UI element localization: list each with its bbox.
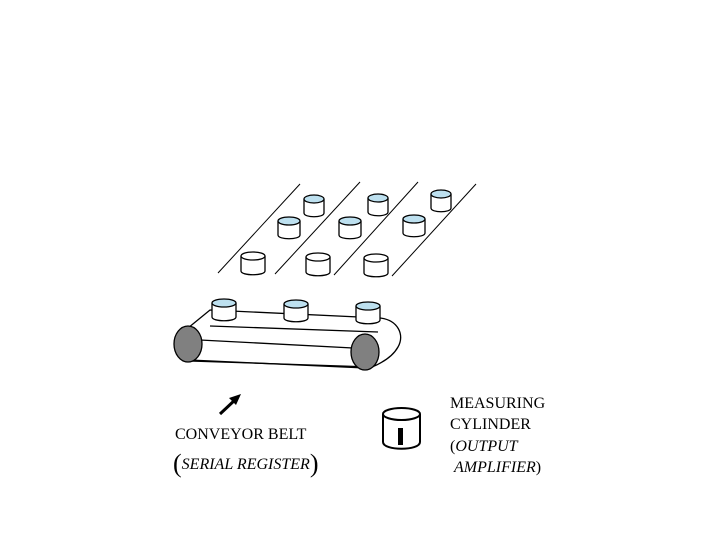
bucket-filled (277, 216, 301, 240)
bucket-water-surface (355, 301, 381, 311)
bucket-water-surface (303, 194, 325, 204)
output-text: OUTPUT (455, 438, 518, 455)
bucket-water-surface (283, 299, 309, 309)
bucket-rim (305, 252, 331, 262)
bucket-water-surface (338, 216, 362, 226)
serial-register-text: SERIAL REGISTER (181, 456, 310, 473)
bucket-body (363, 258, 389, 278)
serial-register-close-paren: ) (309, 449, 319, 478)
amplifier-close-paren: ) (535, 459, 542, 476)
bucket-empty (363, 253, 389, 278)
parallel-line (274, 181, 361, 275)
bucket-filled (402, 214, 426, 238)
belt-buckets (211, 298, 381, 325)
bucket-body (303, 199, 325, 218)
bucket-empty (240, 251, 266, 276)
bucket-grid (240, 189, 452, 278)
pointer-arrow-head (229, 394, 241, 405)
conveyor-roller-right (350, 333, 380, 371)
amplifier-text: AMPLIFIER (454, 459, 536, 476)
belt-bucket-filled (355, 301, 381, 325)
measuring-cylinder-label-line1: MEASURING (450, 394, 545, 414)
serial-register-open-paren: ( (173, 449, 182, 478)
bucket-body (367, 198, 389, 217)
measuring-cylinder-rim (382, 407, 421, 421)
bucket-filled (303, 194, 325, 218)
bucket-body (305, 257, 331, 277)
measuring-cylinder-scale (398, 428, 403, 445)
bucket-body (211, 303, 237, 322)
measuring-cylinder-label-line2: CYLINDER (450, 415, 531, 435)
belt-bucket-filled (211, 298, 237, 322)
parallel-line (333, 181, 419, 276)
parallel-line (217, 183, 301, 274)
conveyor-belt-outline (187, 309, 402, 368)
output-open-paren: ( (450, 438, 456, 455)
pointer-arrow (218, 394, 241, 416)
bucket-filled (430, 189, 452, 213)
parallel-conveyor-lines (217, 181, 477, 277)
bucket-filled (367, 193, 389, 217)
serial-register-label: (SERIAL REGISTER) (173, 451, 318, 477)
conveyor-belt-inner-line (199, 339, 373, 350)
bucket-body (430, 194, 452, 213)
parallel-line (391, 183, 477, 277)
measuring-cylinder-label-line3: (OUTPUT (450, 437, 518, 457)
bucket-body (283, 304, 309, 323)
bucket-water-surface (211, 298, 237, 308)
conveyor-belt-label: CONVEYOR BELT (175, 425, 306, 445)
bucket-water-surface (367, 193, 389, 203)
bucket-rim (363, 253, 389, 263)
bucket-water-surface (277, 216, 301, 226)
conveyor-belt-title: CONVEYOR BELT (175, 426, 307, 443)
bucket-body (355, 306, 381, 325)
bucket-empty (305, 252, 331, 277)
conveyor-belt (173, 309, 402, 371)
bucket-water-surface (402, 214, 426, 224)
bucket-water-surface (430, 189, 452, 199)
cylinder-text: CYLINDER (450, 416, 531, 433)
measuring-text: MEASURING (450, 395, 546, 412)
bucket-body (277, 221, 301, 240)
bucket-rim (240, 251, 266, 261)
measuring-cylinder (382, 407, 421, 450)
conveyor-roller-left (173, 325, 203, 363)
bucket-body (338, 221, 362, 240)
bucket-body (240, 256, 266, 276)
conveyor-belt-inner-line (189, 359, 366, 369)
conveyor-belt-inner-line (209, 325, 379, 333)
measuring-cylinder-label-line4: AMPLIFIER) (454, 458, 541, 478)
belt-bucket-filled (283, 299, 309, 323)
bucket-body (402, 219, 426, 238)
bucket-filled (338, 216, 362, 240)
